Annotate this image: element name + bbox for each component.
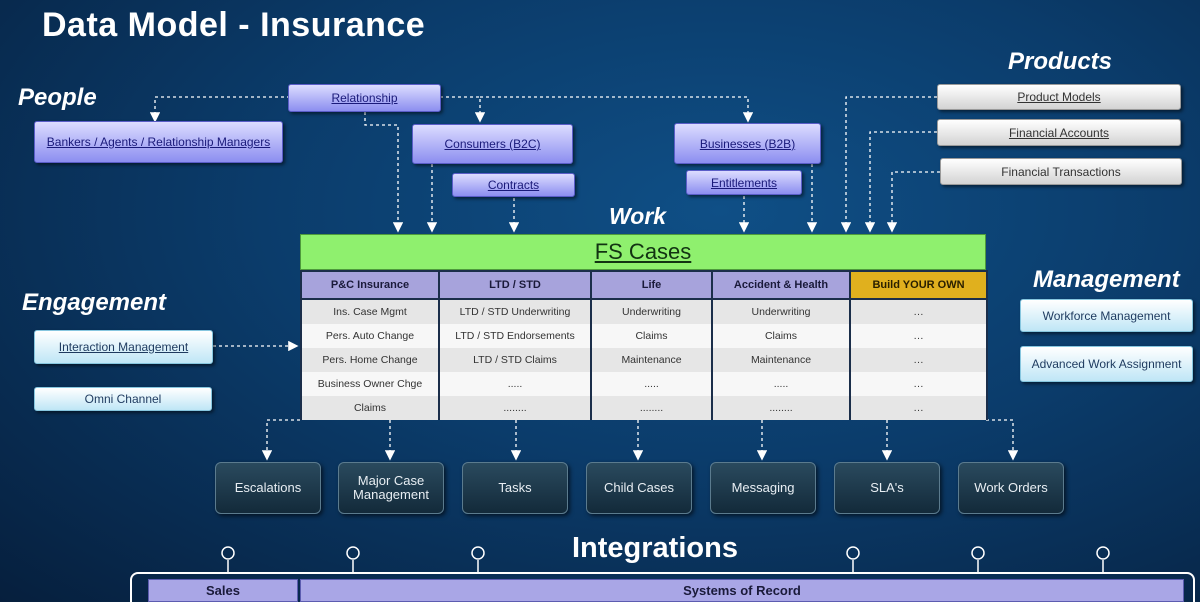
section-products: Products — [1008, 48, 1113, 75]
table-row: Ins. Case Mgmt LTD / STD Underwriting Un… — [300, 299, 988, 324]
table-row: Pers. Home Change LTD / STD Claims Maint… — [300, 348, 988, 372]
consumers-box[interactable]: Consumers (B2C) — [412, 124, 573, 164]
work-item-major-case-management[interactable]: Major Case Management — [338, 462, 444, 514]
column-header[interactable]: LTD / STD — [438, 270, 592, 300]
table-cell[interactable]: Business Owner Chge — [300, 372, 440, 396]
table-cell[interactable]: … — [849, 348, 988, 372]
table-cell[interactable]: ........ — [711, 396, 851, 420]
table-cell[interactable]: ........ — [438, 396, 592, 420]
financial-transactions-box[interactable]: Financial Transactions — [940, 158, 1182, 185]
table-cell[interactable]: LTD / STD Endorsements — [438, 324, 592, 348]
work-item-work-orders[interactable]: Work Orders — [958, 462, 1064, 514]
systems-of-record-cell[interactable]: Systems of Record — [300, 579, 1184, 602]
work-item-messaging[interactable]: Messaging — [710, 462, 816, 514]
section-management: Management — [1033, 266, 1180, 293]
section-work: Work — [609, 203, 667, 229]
table-cell[interactable]: ..... — [438, 372, 592, 396]
column-header[interactable]: Accident & Health — [711, 270, 851, 300]
fs-cases-header[interactable]: FS Cases — [300, 234, 986, 270]
sales-cell[interactable]: Sales — [148, 579, 298, 602]
work-item-escalations[interactable]: Escalations — [215, 462, 321, 514]
table-cell[interactable]: ..... — [590, 372, 713, 396]
table-cell[interactable]: LTD / STD Underwriting — [438, 299, 592, 324]
table-cell[interactable]: ........ — [590, 396, 713, 420]
entitlements-box[interactable]: Entitlements — [686, 170, 802, 195]
table-cell[interactable]: … — [849, 372, 988, 396]
table-row: Claims ........ ........ ........ … — [300, 396, 988, 420]
table-cell[interactable]: … — [849, 299, 988, 324]
table-cell[interactable]: Claims — [711, 324, 851, 348]
work-item-slas[interactable]: SLA's — [834, 462, 940, 514]
table-cell[interactable]: ..... — [711, 372, 851, 396]
integrations-frame — [130, 572, 1195, 602]
section-integrations: Integrations — [572, 532, 738, 564]
businesses-box[interactable]: Businesses (B2B) — [674, 123, 821, 164]
table-cell[interactable]: Underwriting — [590, 299, 713, 324]
table-cell[interactable]: … — [849, 396, 988, 420]
fs-cases-table: P&C Insurance LTD / STD Life Accident & … — [300, 270, 988, 420]
interaction-management-box[interactable]: Interaction Management — [34, 330, 213, 364]
table-cell[interactable]: Maintenance — [711, 348, 851, 372]
work-item-tasks[interactable]: Tasks — [462, 462, 568, 514]
work-item-child-cases[interactable]: Child Cases — [586, 462, 692, 514]
page-title: Data Model - Insurance — [42, 6, 426, 44]
table-row: Pers. Auto Change LTD / STD Endorsements… — [300, 324, 988, 348]
table-cell[interactable]: Claims — [300, 396, 440, 420]
table-cell[interactable]: Maintenance — [590, 348, 713, 372]
contracts-box[interactable]: Contracts — [452, 173, 575, 197]
table-cell[interactable]: … — [849, 324, 988, 348]
table-cell[interactable]: Claims — [590, 324, 713, 348]
bankers-agents-box[interactable]: Bankers / Agents / Relationship Managers — [34, 121, 283, 163]
table-cell[interactable]: Underwriting — [711, 299, 851, 324]
table-header-row: P&C Insurance LTD / STD Life Accident & … — [300, 270, 988, 300]
omni-channel-box[interactable]: Omni Channel — [34, 387, 212, 411]
column-header[interactable]: Life — [590, 270, 713, 300]
section-engagement: Engagement — [22, 289, 167, 316]
table-cell[interactable]: Pers. Home Change — [300, 348, 440, 372]
relationship-box[interactable]: Relationship — [288, 84, 441, 112]
financial-accounts-box[interactable]: Financial Accounts — [937, 119, 1181, 146]
product-models-box[interactable]: Product Models — [937, 84, 1181, 110]
advanced-work-assignment-box[interactable]: Advanced Work Assignment — [1020, 346, 1193, 382]
table-cell[interactable]: Pers. Auto Change — [300, 324, 440, 348]
table-cell[interactable]: Ins. Case Mgmt — [300, 299, 440, 324]
table-cell[interactable]: LTD / STD Claims — [438, 348, 592, 372]
column-header[interactable]: Build YOUR OWN — [849, 270, 988, 300]
table-row: Business Owner Chge ..... ..... ..... … — [300, 372, 988, 396]
workforce-management-box[interactable]: Workforce Management — [1020, 299, 1193, 332]
column-header[interactable]: P&C Insurance — [300, 270, 440, 300]
section-people: People — [18, 84, 97, 111]
